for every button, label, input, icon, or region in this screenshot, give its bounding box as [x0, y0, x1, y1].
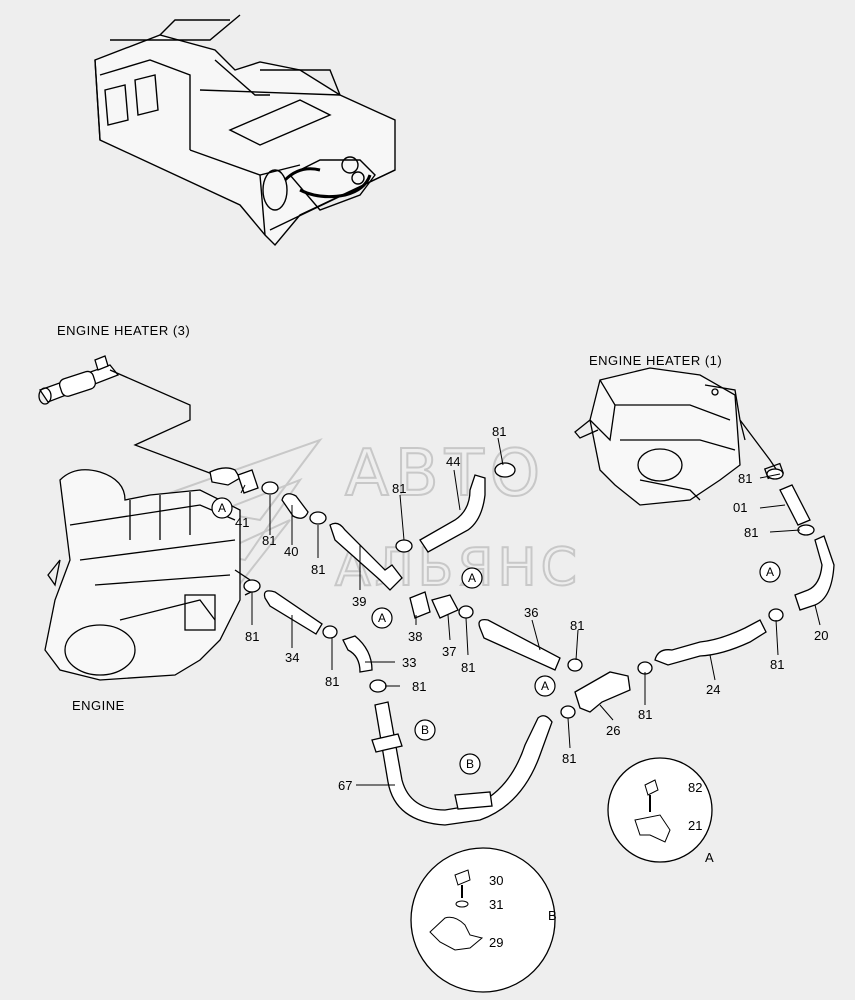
- title-engine-heater-1: ENGINE HEATER (1): [589, 353, 722, 368]
- callout: 81: [412, 679, 426, 694]
- elbow-33: [342, 635, 373, 673]
- pipe-39: [329, 522, 403, 591]
- callout: 81: [245, 629, 259, 644]
- marker-a: A: [541, 679, 549, 693]
- clip-b: [371, 733, 403, 753]
- section-markers: A A A A A B B: [211, 497, 781, 775]
- hose-67: [374, 701, 553, 826]
- excavator-overview-illustration: [94, 14, 396, 247]
- clamp-81: [768, 608, 784, 622]
- clamp-81: [395, 539, 413, 553]
- hose-40: [281, 493, 309, 519]
- callout: 81: [570, 618, 584, 633]
- clamp-81: [322, 625, 338, 639]
- callout: 81: [770, 657, 784, 672]
- marker-b: B: [421, 723, 429, 737]
- callout: 34: [285, 650, 299, 665]
- engine-heater-3-illustration: [38, 355, 216, 476]
- callout: 20: [814, 628, 828, 643]
- fitting-37: [431, 594, 459, 619]
- clamp-81: [369, 679, 387, 693]
- detail-view-b: B: [410, 847, 557, 993]
- pipe-20: [794, 535, 835, 611]
- hoses-and-fittings: [237, 462, 835, 826]
- callout: 81: [744, 525, 758, 540]
- clamp-29: [429, 916, 484, 951]
- marker-a: A: [218, 501, 226, 515]
- washer-31: [455, 900, 469, 908]
- fitting-38: [409, 591, 431, 619]
- marker-a: A: [766, 565, 774, 579]
- callout: 81: [461, 660, 475, 675]
- detail-b-label: B: [548, 908, 557, 923]
- callout: 41: [235, 515, 249, 530]
- callout: 82: [688, 780, 702, 795]
- callout: 81: [492, 424, 506, 439]
- title-engine: ENGINE: [72, 698, 125, 713]
- marker-a: A: [378, 611, 386, 625]
- callout: 39: [352, 594, 366, 609]
- engine-illustration: [44, 467, 256, 681]
- callout: 44: [446, 454, 460, 469]
- callout: 67: [338, 778, 352, 793]
- hose-44: [419, 474, 486, 553]
- callout: 29: [489, 935, 503, 950]
- detail-a-label: A: [705, 850, 714, 865]
- callout: 40: [284, 544, 298, 559]
- clamp-81: [309, 511, 327, 525]
- clip-b: [454, 791, 493, 810]
- clamp-81: [243, 579, 261, 593]
- marker-b: B: [466, 757, 474, 771]
- bolt-82: [644, 779, 659, 796]
- watermark-line1: АВТО: [345, 437, 546, 511]
- callout: 81: [738, 471, 752, 486]
- callout-numbers: 81 44 81 41 81 40 81 39 38 37 81 36 81 8…: [235, 424, 828, 950]
- hose-34: [263, 590, 323, 635]
- bolt-30: [454, 869, 471, 886]
- clamp-81: [797, 524, 815, 536]
- callout: 81: [311, 562, 325, 577]
- callout: 81: [562, 751, 576, 766]
- engine-heater-1-illustration: [574, 367, 785, 506]
- tee-26: [574, 671, 631, 713]
- clamp-21: [634, 814, 671, 843]
- clamp-81: [494, 462, 516, 478]
- callout: 81: [325, 674, 339, 689]
- callout: 01: [733, 500, 747, 515]
- callout: 24: [706, 682, 720, 697]
- callout: 81: [262, 533, 276, 548]
- marker-a: A: [468, 571, 476, 585]
- hose-36: [478, 619, 561, 671]
- title-engine-heater-3: ENGINE HEATER (3): [57, 323, 190, 338]
- clamp-81: [567, 658, 583, 672]
- hose-24: [654, 619, 767, 666]
- callout: 81: [638, 707, 652, 722]
- clamp-81: [560, 705, 576, 719]
- callout: 36: [524, 605, 538, 620]
- callout: 81: [392, 481, 406, 496]
- clamp-81: [766, 468, 784, 480]
- clamp-81: [458, 605, 474, 619]
- callout: 30: [489, 873, 503, 888]
- detail-view-a: A: [607, 757, 714, 865]
- callout: 37: [442, 644, 456, 659]
- callout: 38: [408, 629, 422, 644]
- callout: 21: [688, 818, 702, 833]
- callout: 31: [489, 897, 503, 912]
- fitting-41: [237, 469, 259, 494]
- hose-01: [779, 484, 811, 526]
- clamp-81: [261, 481, 279, 495]
- callout: 33: [402, 655, 416, 670]
- callout: 26: [606, 723, 620, 738]
